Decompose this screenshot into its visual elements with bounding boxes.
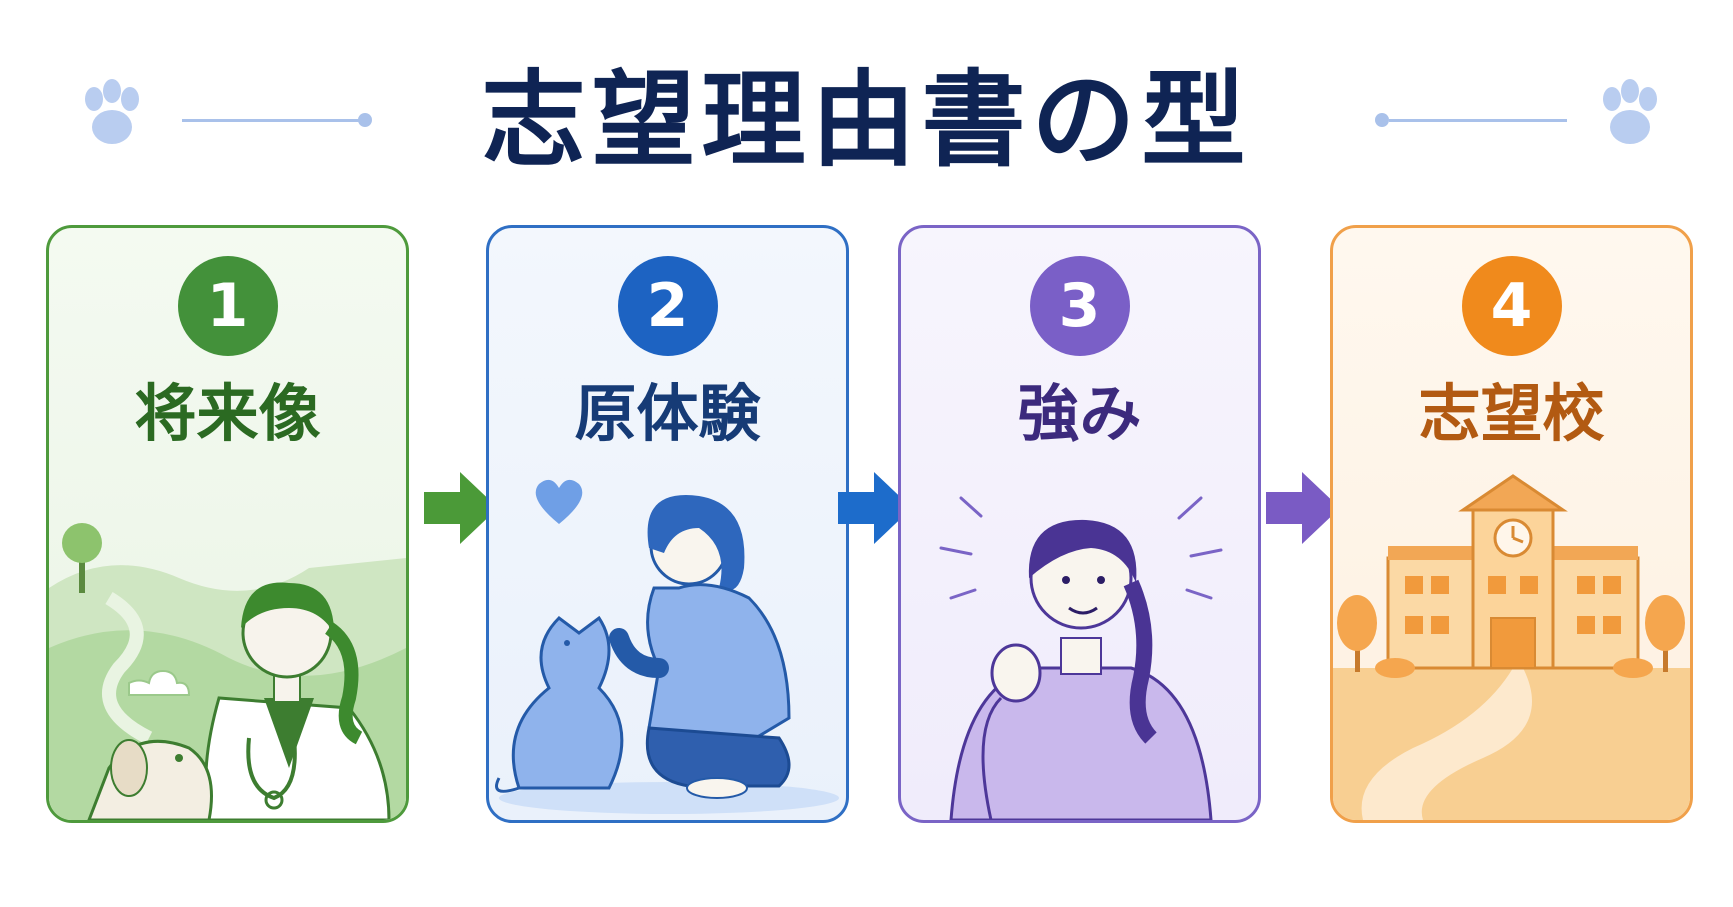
- step-label: 志望校: [1418, 377, 1605, 450]
- step-card-1: 1 将来像: [46, 225, 409, 823]
- paw-print-icon-right: [1603, 79, 1657, 144]
- step-number-badge: 2: [617, 256, 718, 356]
- arrow-right-icon-3: [1266, 472, 1340, 544]
- step-card-3: 3 強み: [898, 225, 1261, 823]
- arrow-right-icon-1: [424, 472, 498, 544]
- step-label: 将来像: [134, 377, 321, 450]
- school-building-illustration: [1333, 474, 1690, 820]
- step-card-2: 2 原体験: [486, 225, 849, 823]
- step-number-badge: 1: [177, 256, 278, 356]
- veterinarian-illustration: [49, 523, 406, 820]
- arrow-right-icon-2: [838, 472, 912, 544]
- decorative-dot-right: [1375, 113, 1389, 127]
- step-label: 原体験: [574, 377, 761, 450]
- title-row: 志望理由書の型: [0, 55, 1733, 185]
- step-card-4: 4 志望校: [1330, 225, 1693, 823]
- decorative-line-right: [1389, 119, 1567, 122]
- paw-print-icon-left: [85, 79, 139, 144]
- decorative-dot-left: [358, 113, 372, 127]
- heart-icon: [535, 479, 583, 524]
- decorative-line-left: [182, 119, 360, 122]
- step-number-badge: 4: [1461, 256, 1562, 356]
- confident-person-illustration: [939, 496, 1223, 820]
- child-with-cat-illustration: [495, 479, 839, 814]
- step-number-badge: 3: [1029, 256, 1130, 356]
- step-label: 強み: [1017, 377, 1142, 450]
- page-title: 志望理由書の型: [481, 59, 1252, 181]
